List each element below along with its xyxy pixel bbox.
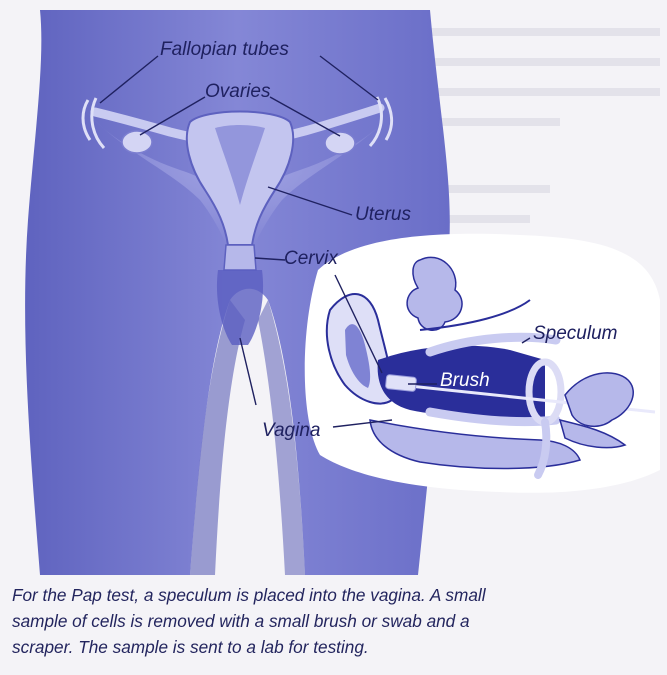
caption-line-3: scraper. The sample is sent to a lab for…	[12, 634, 662, 660]
label-fallopian-tubes: Fallopian tubes	[160, 40, 289, 59]
cervix	[224, 245, 256, 270]
label-cervix: Cervix	[284, 249, 338, 268]
label-ovaries: Ovaries	[205, 82, 270, 101]
label-uterus: Uterus	[355, 205, 411, 224]
background-page-texture	[430, 28, 660, 223]
anatomy-illustration	[0, 0, 667, 580]
brush-bristles	[385, 374, 416, 391]
figure-caption: For the Pap test, a speculum is placed i…	[12, 582, 662, 660]
caption-line-1: For the Pap test, a speculum is placed i…	[12, 582, 662, 608]
label-brush: Brush	[440, 371, 490, 390]
label-vagina: Vagina	[262, 421, 320, 440]
caption-line-2: sample of cells is removed with a small …	[12, 608, 662, 634]
label-speculum: Speculum	[533, 324, 618, 343]
ovary-left	[122, 131, 152, 153]
